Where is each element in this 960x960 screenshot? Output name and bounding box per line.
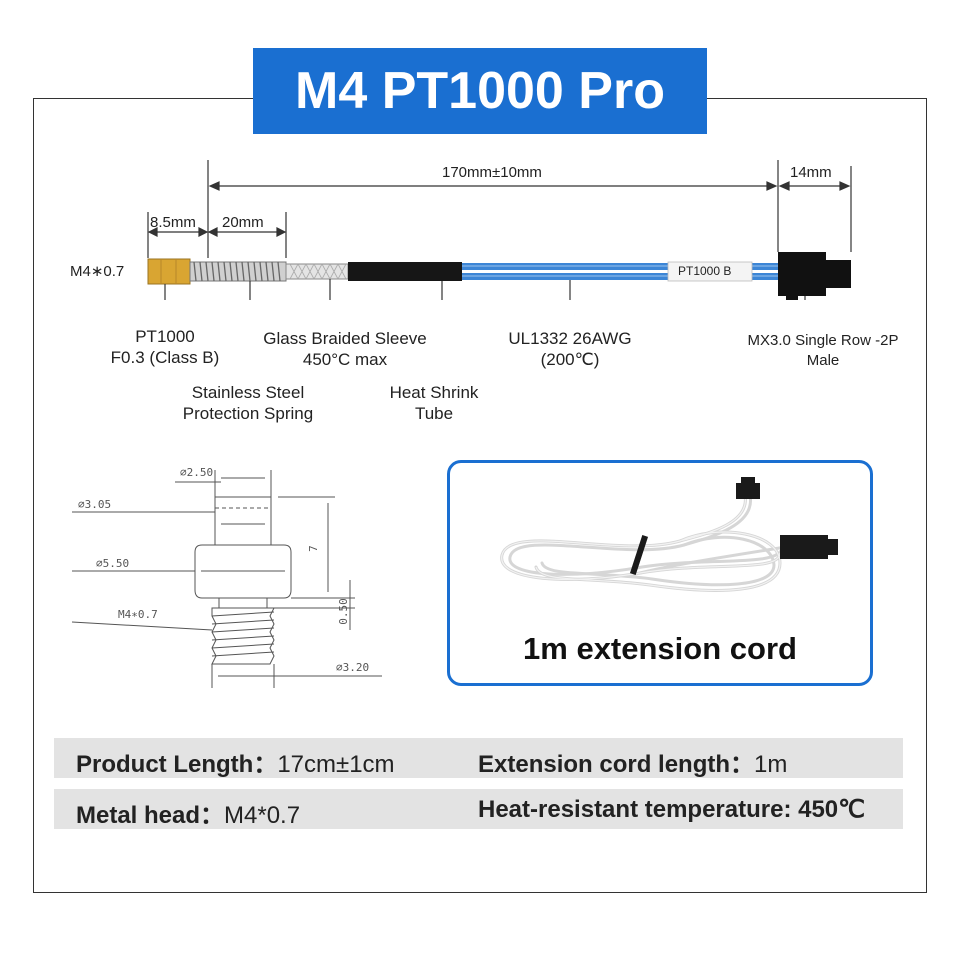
thread-label: M4∗0.7 [70,263,125,280]
shrink-line1: Heat Shrink [389,383,479,402]
dia-top-label: ∅2.50 [180,466,214,479]
extension-length-label: Extension cord length： [478,751,755,778]
spec-row-1: Product Length：17cm±1cm Extension cord l… [54,738,903,778]
drawing-thread-label: M4∗0.7 [118,608,158,621]
sleeve-label: Glass Braided Sleeve 450°C max [250,328,440,370]
sleeve-line1: Glass Braided Sleeve [263,329,427,348]
spec-row-2: Metal head：M4*0.7 Heat-resistant tempera… [54,789,903,829]
wire-label: UL1332 26AWG (200℃) [495,328,645,370]
metal-head-label: Metal head： [76,802,225,829]
dia-tip-label: ∅3.20 [336,661,370,674]
technical-drawing [71,470,382,688]
gap-label: 0.50 [336,598,350,625]
connector-line2: Male [806,352,840,369]
sensor-line2: F0.3 (Class B) [110,348,220,367]
product-length-value: 17cm±1cm [277,751,395,778]
extension-cord-panel: 1m extension cord [447,460,873,686]
sensor-label: PT1000 F0.3 (Class B) [100,326,230,368]
wire-line1: UL1332 26AWG [508,329,632,348]
sleeve-line2: 450°C max [302,350,388,369]
dia-neck-label: ∅3.05 [78,498,112,511]
connector-line1: MX3.0 Single Row -2P [747,332,899,349]
dia-body-label: ∅5.50 [96,557,130,570]
extension-cord-caption: 1m extension cord [523,631,797,666]
extension-length-value: 1m [754,751,788,778]
sensor-line1: PT1000 [135,327,195,346]
total-length-label: 170mm±10mm [442,164,542,181]
height-label: 7 [306,545,320,552]
heat-resistant-label: Heat-resistant temperature: [478,796,792,823]
page-title: M4 PT1000 Pro [253,48,707,134]
connector-label: MX3.0 Single Row -2P Male [730,331,916,371]
tag-label: PT1000 B [678,264,732,278]
extension-cord-image [500,477,838,592]
spring-line2: Protection Spring [182,404,314,423]
shrink-label: Heat Shrink Tube [374,382,494,424]
spring-label: Stainless Steel Protection Spring [168,382,328,424]
sensor-diagram [147,160,852,300]
heat-resistant-value: 450℃ [798,796,866,823]
spring-length-label: 20mm [222,214,264,231]
connector-length-label: 14mm [790,164,832,181]
wire-line2: (200℃) [540,350,600,369]
head-length-label: 8.5mm [150,214,196,231]
spring-line1: Stainless Steel [191,383,305,402]
product-length-label: Product Length： [76,751,278,778]
shrink-line2: Tube [414,404,454,423]
metal-head-value: M4*0.7 [224,802,301,829]
